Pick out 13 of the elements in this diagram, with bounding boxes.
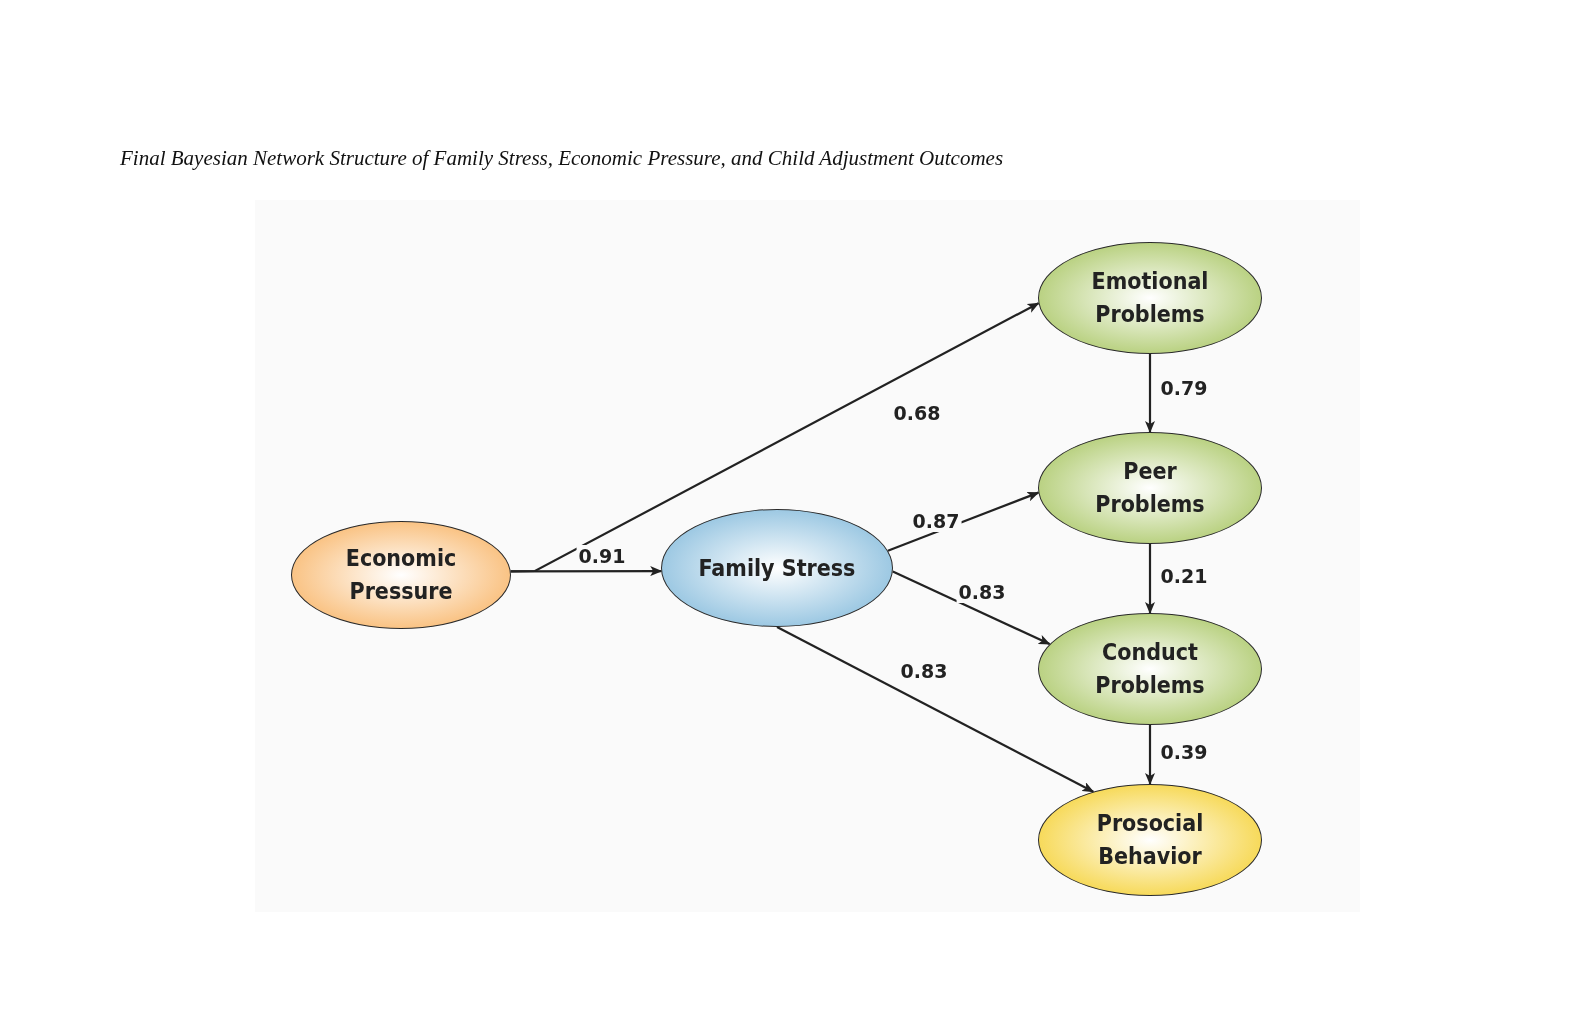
arrow bbox=[1145, 354, 1155, 433]
node-label: Conduct Problems bbox=[1094, 638, 1206, 700]
node-label: Emotional Problems bbox=[1090, 267, 1210, 329]
figure-title: Final Bayesian Network Structure of Family Stress, Economic Pressure, and Child Adjustment Outcomes bbox=[120, 146, 1004, 171]
node-label: Family Stress bbox=[697, 553, 857, 583]
arrow bbox=[776, 626, 1095, 793]
arrow bbox=[1145, 544, 1155, 614]
node-label: Prosocial Behavior bbox=[1095, 809, 1205, 871]
arrow bbox=[892, 570, 1051, 646]
node-label: Economic Pressure bbox=[344, 544, 458, 606]
arrow bbox=[1145, 725, 1155, 785]
arrow bbox=[510, 302, 1040, 573]
node-label: Peer Problems bbox=[1094, 457, 1206, 519]
